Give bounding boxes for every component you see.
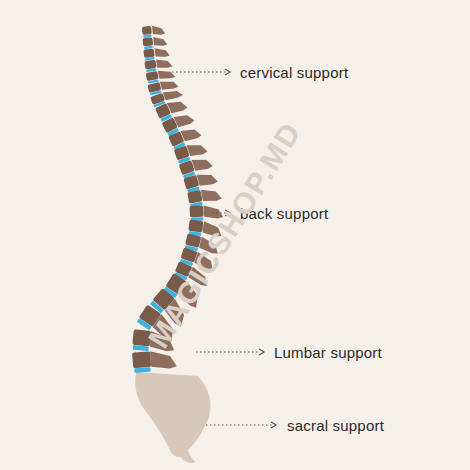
coccyx <box>178 450 196 463</box>
sacrum <box>135 372 210 457</box>
vertebra <box>146 68 176 84</box>
leader-line <box>206 424 272 425</box>
leader-line <box>172 71 226 72</box>
leader-arrow <box>271 422 276 428</box>
leader-line <box>196 351 260 352</box>
vertebra <box>142 25 166 38</box>
part-label: Lumbar support <box>274 344 382 361</box>
watermark: MAGICSHOP.MD <box>142 116 309 355</box>
part-label: sacral support <box>287 417 384 434</box>
leader-arrow <box>259 349 264 355</box>
vertebra <box>144 57 172 72</box>
vertebra <box>142 36 167 50</box>
vertebra <box>143 46 170 60</box>
part-label: cervical support <box>240 64 348 81</box>
leader-arrow <box>225 69 230 75</box>
vertebra <box>187 186 222 207</box>
vertebra <box>183 170 218 194</box>
